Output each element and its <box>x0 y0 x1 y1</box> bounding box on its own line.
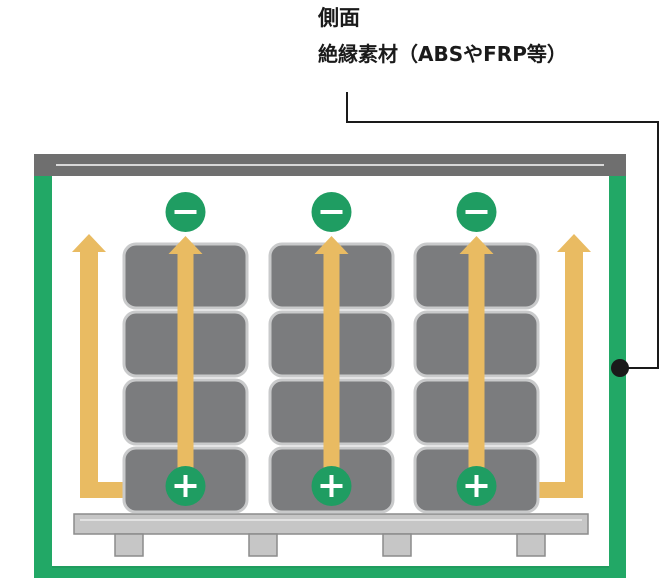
minus-sign-icon-3 <box>465 210 488 214</box>
callout-leader-line <box>346 92 659 369</box>
minus-sign-icon-2 <box>320 210 343 214</box>
cell-stack-2 <box>268 192 395 514</box>
cell-stack-1 <box>122 192 249 514</box>
stack-arrow-head-1 <box>168 236 203 254</box>
callout-subtitle: 絶縁素材（ABSやFRP等） <box>318 42 567 66</box>
base-foot-1 <box>114 533 144 557</box>
callout-title: 側面 <box>318 6 360 30</box>
stack-arrow-head-3 <box>459 236 494 254</box>
plus-sign-v-2 <box>329 475 334 497</box>
stack-arrow-shaft-3 <box>468 252 485 472</box>
base-foot-4 <box>516 533 546 557</box>
right-flow-arrow <box>538 234 591 498</box>
minus-sign-icon-1 <box>174 210 197 214</box>
cell-stack-3 <box>413 192 540 514</box>
base-foot-2 <box>248 533 278 557</box>
left-flow-arrow <box>72 234 126 498</box>
stack-arrow-shaft-1 <box>177 252 194 472</box>
plus-sign-v-3 <box>474 475 479 497</box>
stack-arrow-head-2 <box>314 236 349 254</box>
callout-anchor-dot <box>611 359 629 377</box>
stack-arrow-shaft-2 <box>323 252 340 472</box>
base-platform <box>73 513 589 535</box>
base-foot-3 <box>382 533 412 557</box>
plus-sign-v-1 <box>183 475 188 497</box>
cell-stacks <box>122 192 540 514</box>
